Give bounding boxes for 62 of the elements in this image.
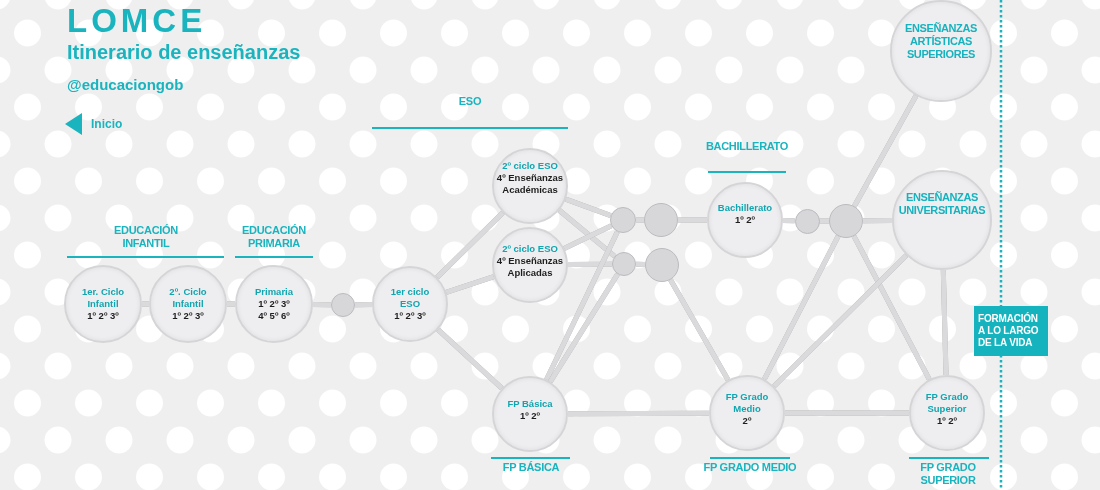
connector-line: [940, 269, 949, 376]
connector-line: [762, 234, 841, 381]
stage-name: Bachillerato: [717, 202, 773, 214]
stage-detail: 1º 2º 3º: [393, 310, 427, 322]
stage-detail: 1º 2º 3º: [171, 310, 205, 322]
section-heading: FP GRADO SUPERIOR: [919, 461, 977, 486]
connector-line: [563, 223, 613, 251]
stage-detail: 1º 2º: [734, 214, 756, 226]
stage-name: FP Grado Medio: [725, 391, 769, 415]
info-text: FORMACIÓN A LO LARGO DE LA VIDA: [978, 313, 1040, 349]
connector-line: [435, 210, 505, 280]
connector-line: [852, 94, 919, 208]
connector-line: [862, 218, 893, 224]
section-heading: ESO: [458, 95, 482, 108]
stage-name: 1er. Ciclo Infantil: [81, 286, 125, 310]
stage-detail: 1º 2º 3º 4º 5º 6º: [257, 298, 291, 322]
connector-line: [568, 410, 709, 417]
stage-detail: 1º 2º: [936, 415, 958, 427]
connector-line: [567, 261, 613, 268]
connector-line: [668, 278, 731, 382]
stage-name: FP Básica: [506, 398, 554, 410]
stage-name: FP Grado Superior: [925, 391, 969, 415]
stage-detail: 4º Enseñanzas Académicas: [496, 172, 564, 196]
stage-name: 1er ciclo ESO: [390, 286, 430, 310]
stage-detail: 1º 2º 3º: [86, 310, 120, 322]
connector-line: [312, 302, 332, 308]
connector-line: [851, 234, 932, 381]
connector-line: [564, 196, 612, 218]
section-heading: BACHILLERATO: [705, 140, 789, 153]
connector-line: [436, 327, 504, 391]
stage-detail: 1º 2º: [519, 410, 541, 422]
connector-line: [819, 218, 829, 224]
stage-name: 2º ciclo ESO: [501, 160, 559, 172]
connector-line: [445, 274, 495, 295]
connector-line: [544, 230, 620, 381]
stage-name: Primaria: [254, 286, 294, 298]
connector-line: [142, 301, 149, 307]
connector-line: [772, 253, 909, 389]
subtitle: Itinerario de enseñanzas: [67, 41, 301, 63]
section-heading: FP BÁSICA: [502, 461, 560, 474]
stage-name: 2º. Ciclo Infantil: [168, 286, 208, 310]
connector-line: [636, 217, 644, 223]
section-heading: EDUCACIÓN INFANTIL: [113, 224, 179, 249]
connector-line: [785, 410, 909, 416]
connector-line: [548, 272, 620, 384]
destination-name: ENSEÑANZAS UNIVERSITARIAS: [898, 191, 986, 217]
section-heading: FP GRADO MEDIO: [703, 461, 797, 474]
connector-line: [782, 218, 795, 224]
section-heading: EDUCACIÓN PRIMARIA: [241, 224, 307, 249]
stage-name: 2º ciclo ESO: [501, 243, 559, 255]
stage-detail: 4º Enseñanzas Aplicadas: [496, 255, 564, 279]
social-handle: @educaciongob: [67, 76, 184, 94]
connector-line: [557, 208, 617, 259]
connector-line: [227, 301, 235, 307]
connector-line: [635, 261, 646, 268]
destination-name: ENSEÑANZAS ARTÍSTICAS SUPERIORES: [904, 21, 978, 61]
info-box: [974, 306, 1048, 356]
title: LOMCE: [67, 4, 207, 37]
connector-line: [678, 217, 707, 223]
stage-detail: 2º: [742, 415, 752, 427]
connector-line: [354, 302, 373, 308]
home-link: Inicio: [65, 113, 123, 135]
